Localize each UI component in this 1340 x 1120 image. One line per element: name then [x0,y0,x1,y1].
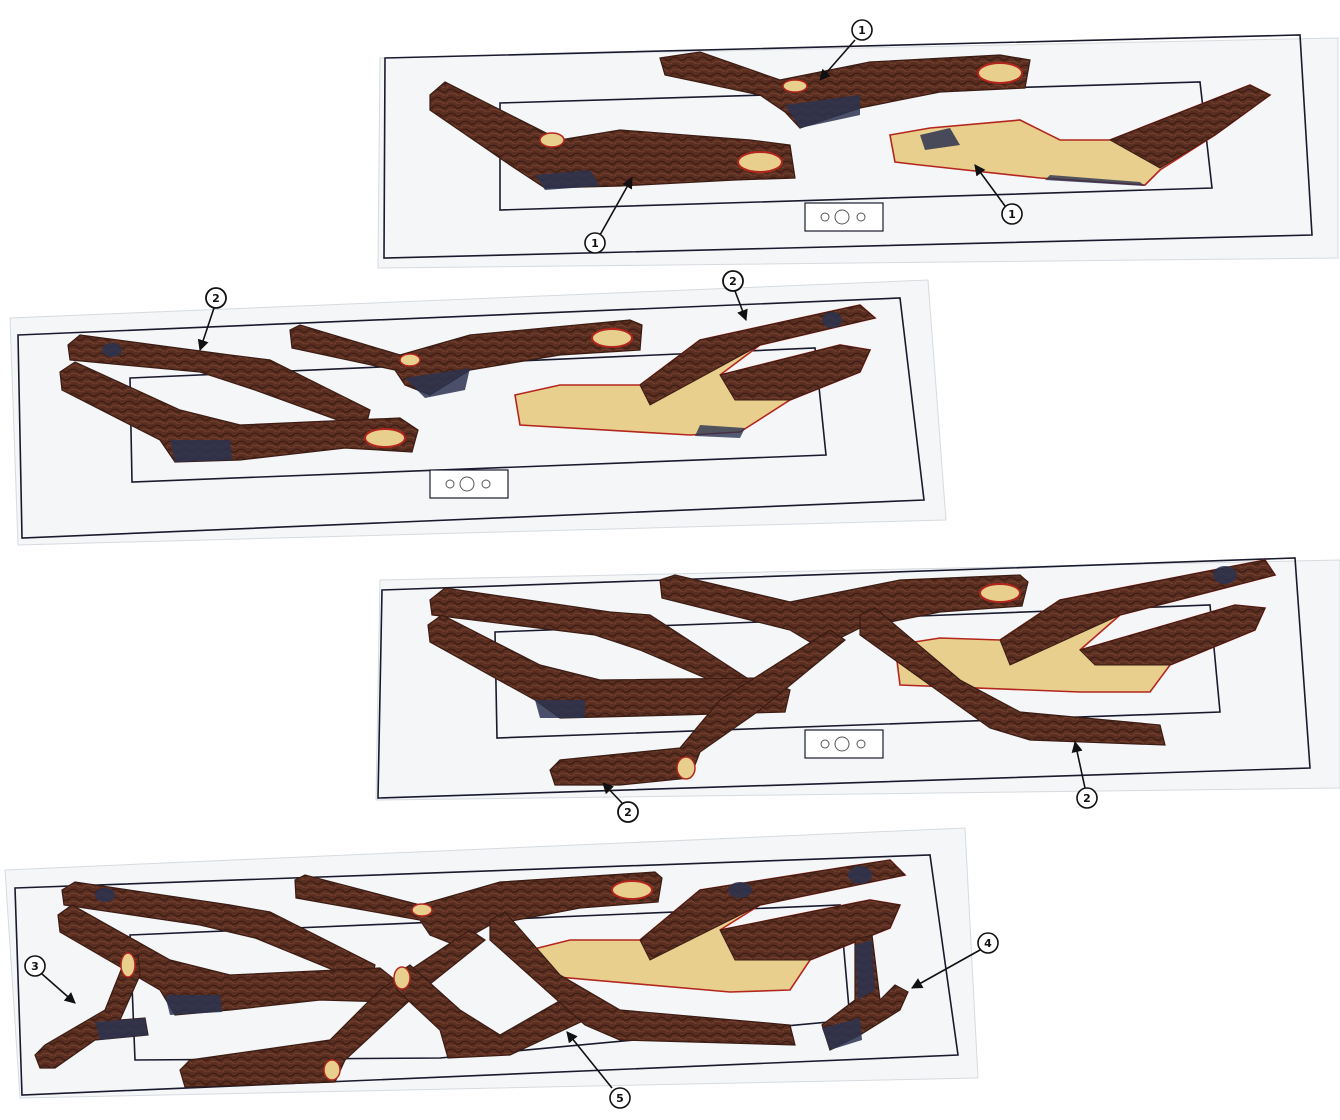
valve-plate [805,730,883,758]
callout-label: 2 [624,806,632,819]
callout-label: 3 [31,960,39,973]
callout-label: 2 [1083,792,1091,805]
step-3-panel [376,558,1340,800]
callout-label: 1 [858,24,866,37]
step-2-panel [10,280,946,545]
callout-label: 5 [616,1092,624,1105]
step-4-panel [5,828,978,1098]
step-1-panel [378,35,1338,268]
callout-label: 1 [591,237,599,250]
callout-label: 1 [1008,208,1016,221]
valve-plate [805,203,883,231]
valve-plate [430,470,508,498]
callout-label: 2 [212,292,220,305]
callout-label: 2 [729,275,737,288]
callout-label: 4 [984,937,992,950]
